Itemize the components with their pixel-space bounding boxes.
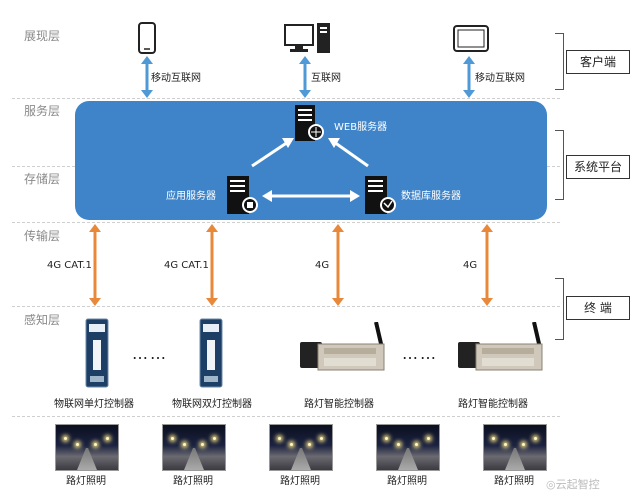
watermark: ◎云起智控 [546, 478, 600, 491]
transport-arrow-1 [89, 224, 101, 306]
watermark-icon: ◎ [546, 478, 556, 491]
transport-arrow-3 [332, 224, 344, 306]
layer-label-storage: 存储层 [24, 172, 61, 186]
phone-link-arrow [141, 56, 153, 98]
street-lighting-photo [483, 424, 547, 471]
database-server-label: 数据库服务器 [401, 191, 461, 202]
bracket-terminal [555, 278, 564, 340]
transport-arrow-2 [206, 224, 218, 306]
pc-link-label: 互联网 [311, 73, 341, 84]
client-label-box: 客户端 [566, 50, 630, 74]
web-server-icon [295, 105, 324, 141]
ellipsis-right: …… [402, 344, 438, 363]
pc-link-arrow [299, 56, 311, 98]
lighting-label-5: 路灯照明 [494, 476, 534, 487]
transport-arrow-4 [481, 224, 493, 306]
transport-label-1: 4G CAT.1 [47, 260, 92, 271]
device-label-2: 物联网双灯控制器 [172, 399, 252, 410]
street-lighting-photo [55, 424, 119, 471]
separator-line [12, 98, 560, 99]
single-lamp-controller-icon [85, 318, 109, 388]
database-server-icon [365, 176, 396, 214]
bracket-client [555, 33, 564, 90]
dual-lamp-controller-icon [199, 318, 223, 388]
lighting-label-3: 路灯照明 [280, 476, 320, 487]
tablet-link-arrow [463, 56, 475, 98]
platform-label-box: 系统平台 [566, 155, 630, 179]
transport-label-2: 4G CAT.1 [164, 260, 209, 271]
lighting-label-1: 路灯照明 [66, 476, 106, 487]
layer-label-presentation: 展现层 [24, 29, 61, 43]
app-server-label: 应用服务器 [166, 191, 216, 202]
device-label-1: 物联网单灯控制器 [54, 399, 134, 410]
layer-label-transport: 传输层 [24, 229, 61, 243]
street-lighting-photo [269, 424, 333, 471]
device-label-4: 路灯智能控制器 [458, 399, 528, 410]
phone-icon [138, 22, 156, 54]
ellipsis-left: …… [132, 344, 168, 363]
bracket-platform [555, 130, 564, 200]
street-lighting-photo [376, 424, 440, 471]
web-server-label: WEB服务器 [334, 122, 388, 133]
app-server-icon [227, 176, 258, 214]
tablet-link-label: 移动互联网 [475, 73, 525, 84]
lighting-label-4: 路灯照明 [387, 476, 427, 487]
terminal-label-box: 终 端 [566, 296, 630, 320]
separator-line [12, 416, 560, 417]
layer-label-service: 服务层 [24, 104, 61, 118]
phone-link-label: 移动互联网 [151, 73, 201, 84]
separator-line [12, 306, 560, 307]
device-label-3: 路灯智能控制器 [304, 399, 374, 410]
tablet-icon [453, 25, 489, 52]
transport-label-3: 4G [315, 260, 330, 271]
lighting-label-2: 路灯照明 [173, 476, 213, 487]
separator-line [12, 222, 560, 223]
street-light-controller-icon [300, 322, 385, 371]
server-connection-arrows [251, 138, 369, 202]
layer-label-perception: 感知层 [24, 313, 61, 327]
street-light-controller-icon [458, 322, 543, 371]
street-lighting-photo [162, 424, 226, 471]
transport-label-4: 4G [463, 260, 478, 271]
desktop-pc-icon [284, 23, 330, 53]
